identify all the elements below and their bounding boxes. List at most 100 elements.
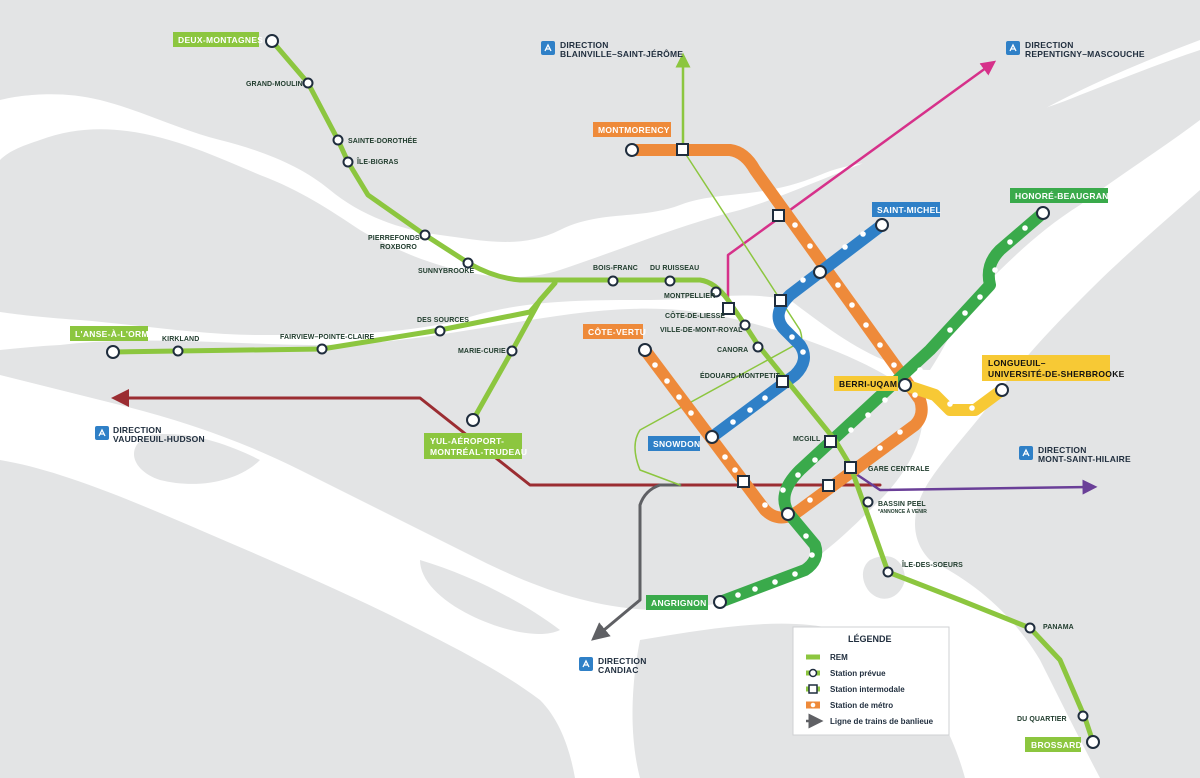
legend-station-intermodale: Station intermodale — [830, 685, 905, 694]
legend-station-prevue: Station prévue — [830, 669, 886, 678]
land-lachine-shore — [420, 560, 560, 635]
station-du-ruisseau — [664, 275, 676, 287]
metro-dot — [1022, 225, 1028, 231]
label-sunnybrooke: SUNNYBROOKE — [418, 268, 475, 275]
station-berri-uqam — [898, 378, 912, 392]
terminal-box-honore-beaugrand — [1010, 188, 1108, 203]
terminal-yul-1: YUL-AÉROPORT- — [430, 436, 504, 446]
metro-dot — [732, 467, 738, 473]
direction-msh-1: DIRECTION — [1038, 445, 1087, 455]
metro-dot — [807, 497, 813, 503]
land-south-shore — [915, 190, 1200, 778]
metro-dot — [947, 401, 953, 407]
line-blainville-south — [634, 149, 803, 486]
terminal-cote-vertu: CÔTE-VERTU — [588, 326, 646, 337]
metro-dot — [780, 487, 786, 493]
legend-intermodal-marker — [808, 684, 818, 694]
direction-candiac: DIRECTION CANDIAC — [579, 656, 647, 675]
station-montpellier — [710, 286, 722, 298]
terminal-berri-uqam: BERRI-UQAM — [839, 379, 897, 389]
metro-dot — [842, 244, 848, 250]
station-montmorency — [625, 143, 639, 157]
label-montpellier: MONTPELLIER — [664, 293, 715, 300]
metro-dot — [812, 457, 818, 463]
legend-station-prevue-marker — [808, 668, 818, 678]
land-ile-perrot — [133, 434, 260, 484]
station-ville-de-mont-royal — [739, 319, 751, 331]
station-angrignon — [713, 595, 727, 609]
station-brossard — [1086, 735, 1100, 749]
direction-blainville-1: DIRECTION — [560, 40, 609, 50]
label-panama: PANAMA — [1043, 624, 1074, 631]
metro-dot — [977, 294, 983, 300]
metro-dot — [912, 392, 918, 398]
legend-metro-marker — [810, 702, 816, 708]
metro-dot — [795, 472, 801, 478]
metro-dot — [835, 282, 841, 288]
station-kirkland — [172, 345, 184, 357]
terminal-deux-montagnes: DEUX-MONTAGNES — [178, 35, 263, 45]
label-gare-centrale: GARE CENTRALE — [868, 466, 930, 473]
label-cote-de-liesse: CÔTE-DE-LIESSE — [665, 311, 725, 320]
exo-train-icon-glyph — [544, 43, 552, 52]
terminal-longueuil-1: LONGUEUIL– — [988, 358, 1046, 368]
legend-rem: REM — [830, 653, 848, 662]
metro-dot — [897, 429, 903, 435]
station-panama — [1024, 622, 1036, 634]
metro-dot — [688, 410, 694, 416]
metro-dot — [752, 586, 758, 592]
label-pierrefonds-1: PIERREFONDS- — [368, 235, 423, 242]
metro-dot — [809, 552, 815, 558]
metro-dot — [735, 592, 741, 598]
line-repentigny-mascouche — [726, 60, 997, 307]
line-mont-saint-hilaire — [848, 468, 1098, 495]
terminal-box-brossard — [1025, 737, 1081, 752]
terminal-honore-beaugrand: HONORÉ-BEAUGRAND — [1015, 191, 1115, 201]
metro-dot — [891, 362, 897, 368]
metro-dot — [1007, 239, 1013, 245]
legend-title: LÉGENDE — [848, 634, 892, 644]
terminal-box-longueuil — [982, 355, 1110, 381]
station-fairview — [316, 343, 328, 355]
metro-dot — [792, 222, 798, 228]
station-bois-franc — [607, 275, 619, 287]
rem-airport-branch — [470, 280, 558, 423]
direction-candiac-2: CANDIAC — [598, 665, 639, 675]
metro-dot — [676, 394, 682, 400]
terminal-brossard: BROSSARD — [1031, 740, 1082, 750]
terminal-box-montmorency — [593, 122, 671, 137]
station-bassin-peel — [862, 496, 874, 508]
land-montreal-island — [0, 308, 923, 610]
exo-train-icon — [95, 426, 109, 440]
metro-dot — [969, 405, 975, 411]
station-mcgill — [824, 435, 837, 448]
terminal-longueuil-2: UNIVERSITÉ-DE-SHERBROOKE — [988, 369, 1125, 379]
station-vendome — [737, 475, 750, 488]
metro-dot — [877, 342, 883, 348]
metro-dot — [877, 445, 883, 451]
station-du-quartier — [1077, 710, 1089, 722]
metro-green-line — [714, 207, 1049, 608]
legend-station-metro: Station de métro — [830, 701, 893, 710]
label-du-quartier: DU QUARTIER — [1017, 716, 1067, 723]
exo-train-icon-glyph — [1022, 448, 1030, 457]
direction-vaudreuil-2: VAUDREUIL-HUDSON — [113, 434, 205, 444]
exo-train-icon — [541, 41, 555, 55]
metro-dot — [789, 334, 795, 340]
direction-candiac-1: DIRECTION — [598, 656, 647, 666]
exo-train-icon-glyph — [582, 659, 590, 668]
exo-train-icon — [579, 657, 593, 671]
label-kirkland: KIRKLAND — [162, 336, 199, 343]
direction-vaudreuil: DIRECTION VAUDREUIL-HUDSON — [95, 425, 205, 444]
direction-blainville: DIRECTION BLAINVILLE–SAINT-JÉRÔME — [541, 40, 683, 59]
direction-msh-2: MONT-SAINT-HILAIRE — [1038, 454, 1131, 464]
metro-dot — [992, 267, 998, 273]
legend-ligne-trains: Ligne de trains de banlieue — [830, 717, 934, 726]
station-anse-a-lorme — [106, 345, 120, 359]
station-des-sources — [434, 325, 446, 337]
label-edouard-montpetit: ÉDOUARD-MONTPETIT — [700, 371, 780, 380]
station-pierrefonds — [419, 229, 431, 241]
label-grand-moulin: GRAND-MOULIN — [246, 81, 303, 88]
station-cote-de-liesse — [722, 302, 735, 315]
